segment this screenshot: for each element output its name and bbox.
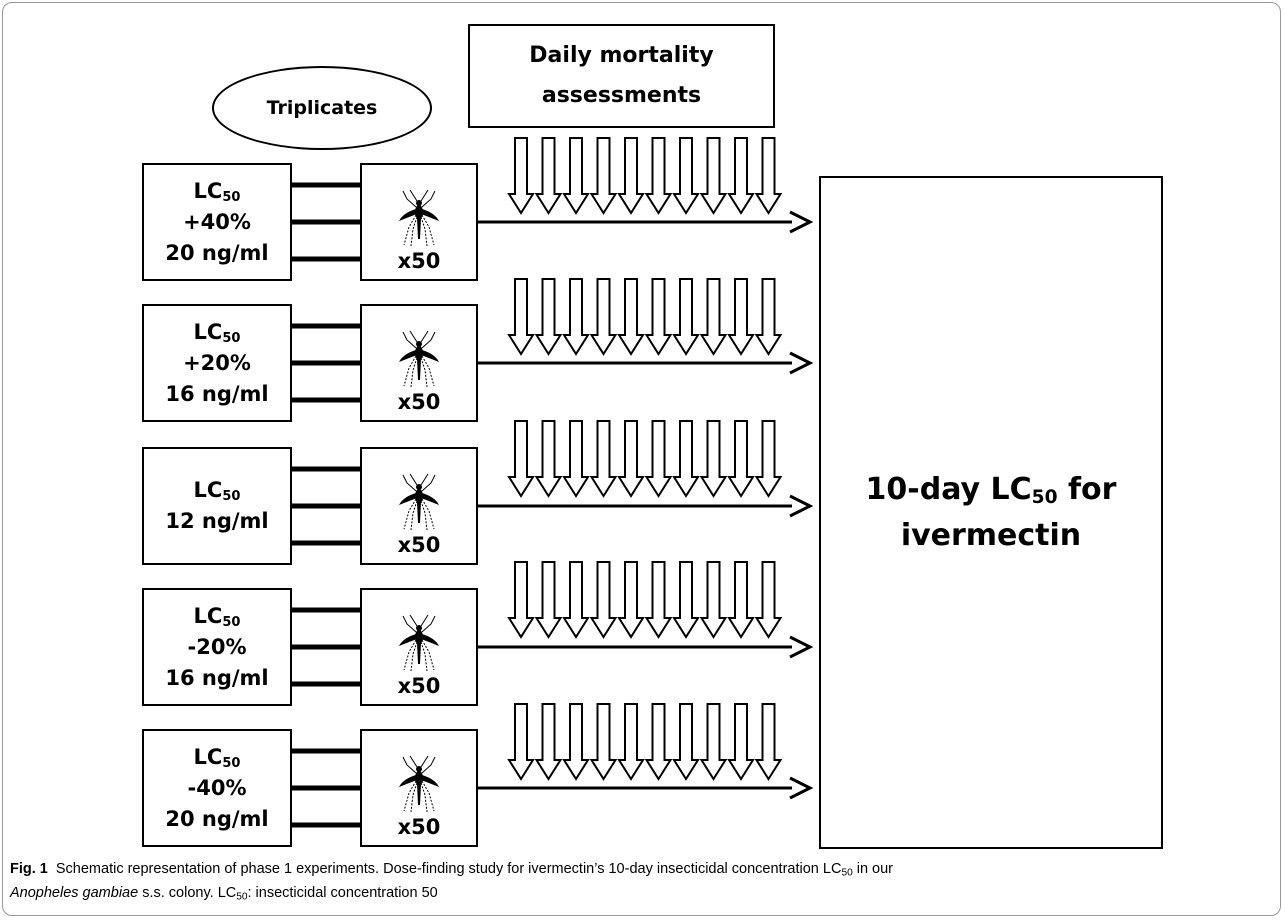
mosquito-count: x50 (397, 390, 441, 414)
lc50-label: LC50 (193, 478, 241, 504)
down-arrow-icon (589, 420, 618, 498)
down-arrow-icon (617, 278, 645, 356)
down-arrow-icon (617, 561, 645, 639)
down-arrow-icon (672, 278, 700, 356)
species-name: Anopheles gambiae (10, 885, 139, 901)
lc50-label: LC50 (193, 603, 241, 630)
down-arrow-icon (727, 278, 755, 356)
dose-modifier: +20% (183, 350, 251, 375)
dose-concentration: 20 ng/ml (165, 240, 269, 265)
result-box: 10-day LC50 for ivermectin (819, 176, 1163, 849)
down-arrow-icon (699, 703, 728, 781)
figure-label: Fig. 1 (10, 861, 48, 877)
down-arrow-icon (644, 561, 673, 639)
mosquito-count: x50 (397, 815, 441, 839)
dose-modifier: -40% (187, 775, 247, 800)
down-arrow-icon (534, 561, 563, 639)
down-arrow-icon (727, 703, 755, 781)
dose-box-4: LC50 -20% 16 ng/ml (142, 588, 292, 706)
down-arrow-icon (644, 278, 673, 356)
dose-concentration: 16 ng/ml (165, 665, 269, 690)
dose-concentration: 16 ng/ml (165, 381, 269, 406)
down-arrow-icon (534, 137, 563, 215)
down-arrow-icon (562, 561, 590, 639)
down-arrow-icon (562, 137, 590, 215)
down-arrow-icon (589, 703, 618, 781)
lc50-label: LC50 (193, 178, 241, 205)
down-arrow-icon (534, 420, 563, 498)
down-arrow-icon (534, 703, 563, 781)
mortality-title-line2: assessments (541, 83, 702, 108)
dose-concentration: 20 ng/ml (165, 806, 269, 831)
down-arrow-icon (507, 137, 535, 215)
daily-mortality-box: Daily mortality assessments (468, 24, 775, 128)
arrow-head-icon (789, 351, 814, 375)
dose-box-1: LC50 +40% 20 ng/ml (142, 163, 292, 281)
down-arrow-icon (727, 420, 755, 498)
arrow-head-icon (789, 635, 814, 659)
down-arrow-icon (507, 561, 535, 639)
result-title-line1: 10-day LC50 for (865, 471, 1117, 508)
down-arrow-icon (617, 137, 645, 215)
down-arrow-icon (507, 703, 535, 781)
mortality-title-line1: Daily mortality (529, 43, 714, 68)
down-arrow-icon (589, 278, 618, 356)
down-arrow-icon (507, 278, 535, 356)
down-arrow-icon (754, 703, 783, 781)
down-arrow-icon (727, 137, 755, 215)
down-arrow-icon (562, 420, 590, 498)
down-arrow-icon (589, 561, 618, 639)
down-arrow-icon (672, 703, 700, 781)
down-arrow-icon (672, 137, 700, 215)
dose-modifier: -20% (187, 634, 247, 659)
mosquito-count: x50 (397, 533, 441, 557)
down-arrow-icon (617, 703, 645, 781)
down-arrow-icon (672, 420, 700, 498)
down-arrow-icon (699, 137, 728, 215)
down-arrow-icon (562, 278, 590, 356)
down-arrow-icon (754, 561, 783, 639)
arrow-head-icon (789, 776, 814, 800)
result-title-line2: ivermectin (900, 517, 1082, 553)
down-arrow-icon (699, 278, 728, 356)
arrow-head-icon (789, 494, 814, 518)
lc50-label: LC50 (193, 744, 241, 771)
dose-modifier: +40% (183, 209, 251, 234)
dose-box-5: LC50 -40% 20 ng/ml (142, 729, 292, 847)
mosquito-box-1: x50 (360, 163, 478, 281)
mosquito-box-4: x50 (360, 588, 478, 706)
mosquito-count: x50 (397, 674, 441, 698)
dose-box-3: LC50 12 ng/ml (142, 447, 292, 565)
down-arrow-icon (644, 137, 673, 215)
mosquito-box-5: x50 (360, 729, 478, 847)
down-arrow-icon (617, 420, 645, 498)
mosquito-box-3: x50 (360, 447, 478, 565)
down-arrow-icon (754, 420, 783, 498)
down-arrow-icon (699, 561, 728, 639)
down-arrow-icon (754, 278, 783, 356)
triplicates-label: Triplicates (266, 97, 378, 119)
down-arrow-icon (562, 703, 590, 781)
down-arrow-icon (534, 278, 563, 356)
triplicates-oval: Triplicates (212, 66, 432, 150)
mosquito-count: x50 (397, 249, 441, 273)
dose-box-2: LC50 +20% 16 ng/ml (142, 304, 292, 422)
lc50-label: LC50 (193, 319, 241, 346)
down-arrow-icon (507, 420, 535, 498)
dose-concentration: 12 ng/ml (165, 509, 269, 533)
down-arrow-icon (754, 137, 783, 215)
mosquito-box-2: x50 (360, 304, 478, 422)
down-arrow-icon (727, 561, 755, 639)
down-arrow-icon (589, 137, 618, 215)
down-arrow-icon (644, 420, 673, 498)
down-arrow-icon (699, 420, 728, 498)
arrow-head-icon (789, 210, 814, 234)
down-arrow-icon (644, 703, 673, 781)
down-arrow-icon (672, 561, 700, 639)
